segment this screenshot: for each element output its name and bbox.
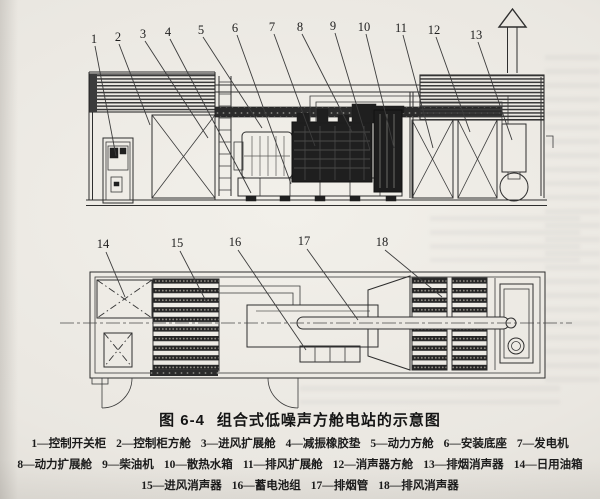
exhaust-smoke-silencer bbox=[499, 123, 529, 202]
silencer-shelter-louver bbox=[419, 74, 545, 121]
side-callouts: 1 2 3 4 5 6 7 8 9 10 11 12 13 bbox=[91, 19, 513, 194]
legend-item: 17—排烟管 bbox=[310, 480, 369, 492]
control-switch-cabinet bbox=[102, 137, 134, 204]
plan-view-drawing bbox=[60, 271, 572, 409]
figure-drawing: 1 2 3 4 5 6 7 8 9 10 11 12 13 bbox=[60, 7, 572, 409]
side-view-drawing bbox=[86, 7, 554, 206]
legend-item: 13—排烟消声器 bbox=[423, 459, 504, 471]
legend-row-2: 8—动力扩展舱 9—柴油机 10—散热水箱 11—排风扩展舱 12—消声器方舱 … bbox=[0, 456, 600, 472]
callout-6: 6 bbox=[232, 21, 238, 35]
legend-item: 1—控制开关柜 bbox=[31, 438, 107, 450]
callout-16: 16 bbox=[229, 235, 242, 249]
legend-item: 9—柴油机 bbox=[102, 459, 154, 471]
intake-louver-panel bbox=[89, 73, 216, 113]
legend-item: 3—进风扩展舱 bbox=[200, 438, 276, 450]
legend-item: 16—蓄电池组 bbox=[231, 480, 301, 492]
legend-item: 10—散热水箱 bbox=[163, 459, 233, 471]
plan-callouts: 14 15 16 17 18 bbox=[97, 234, 443, 351]
intake-silencer-block bbox=[152, 278, 220, 372]
legend-item: 18—排风消声器 bbox=[378, 480, 459, 492]
rubber-pads bbox=[245, 195, 397, 202]
callout-10: 10 bbox=[358, 20, 371, 34]
legend-item: 11—排风扩展舱 bbox=[242, 459, 323, 471]
legend-row-3: 15—进风消声器 16—蓄电池组 17—排烟管 18—排风消声器 bbox=[0, 477, 600, 493]
callout-4: 4 bbox=[165, 25, 172, 39]
figure-title: 组合式低噪声方舱电站的示意图 bbox=[216, 412, 441, 429]
callout-18: 18 bbox=[376, 235, 389, 249]
legend-item: 14—日用油箱 bbox=[513, 459, 583, 471]
ladder bbox=[218, 76, 232, 196]
callout-1: 1 bbox=[91, 32, 97, 46]
legend-row-1: 1—控制开关柜 2—控制柜方舱 3—进风扩展舱 4—减振橡胶垫 5—动力方舱 6… bbox=[0, 435, 600, 451]
radiator-water-tank bbox=[371, 105, 405, 193]
callout-5: 5 bbox=[198, 23, 204, 37]
callout-2: 2 bbox=[115, 30, 121, 44]
callout-12: 12 bbox=[428, 23, 441, 37]
callout-13: 13 bbox=[470, 28, 483, 42]
generator-alternator bbox=[233, 131, 293, 179]
diesel-genset bbox=[233, 95, 509, 202]
legend-item: 7—发电机 bbox=[516, 438, 569, 450]
doors bbox=[101, 377, 299, 409]
callout-15: 15 bbox=[171, 236, 184, 250]
transition-duct bbox=[367, 275, 411, 371]
legend-item: 2—控制柜方舱 bbox=[116, 438, 191, 450]
callout-8: 8 bbox=[297, 20, 303, 34]
aux-box bbox=[103, 332, 133, 368]
legend-item: 15—进风消声器 bbox=[141, 480, 222, 492]
callout-17: 17 bbox=[298, 234, 311, 248]
exhaust-air-expansion-panels bbox=[411, 119, 498, 199]
container-shell bbox=[86, 71, 554, 206]
callout-9: 9 bbox=[330, 19, 336, 33]
figure-caption: 图 6-4 组合式低噪声方舱电站的示意图 bbox=[0, 409, 600, 430]
callout-14: 14 bbox=[97, 237, 110, 251]
figure-number: 图 6-4 bbox=[159, 412, 205, 429]
callout-11: 11 bbox=[395, 21, 407, 35]
legend-item: 5—动力方舱 bbox=[370, 438, 434, 450]
exhaust-arrow-icon bbox=[497, 7, 528, 28]
exhaust-chimney bbox=[497, 7, 528, 73]
battery-group bbox=[299, 345, 361, 363]
callout-3: 3 bbox=[140, 27, 146, 41]
legend-item: 12—消声器方舱 bbox=[332, 459, 414, 471]
legend-item: 4—减振橡胶垫 bbox=[285, 438, 361, 450]
plan-container bbox=[89, 271, 546, 385]
diesel-engine bbox=[291, 103, 377, 183]
legend-item: 6—安装底座 bbox=[443, 438, 507, 450]
callout-7: 7 bbox=[269, 20, 275, 34]
legend-item: 8—动力扩展舱 bbox=[17, 459, 93, 471]
daily-fuel-tank-box bbox=[96, 279, 153, 319]
intake-expansion-panel bbox=[151, 114, 216, 199]
